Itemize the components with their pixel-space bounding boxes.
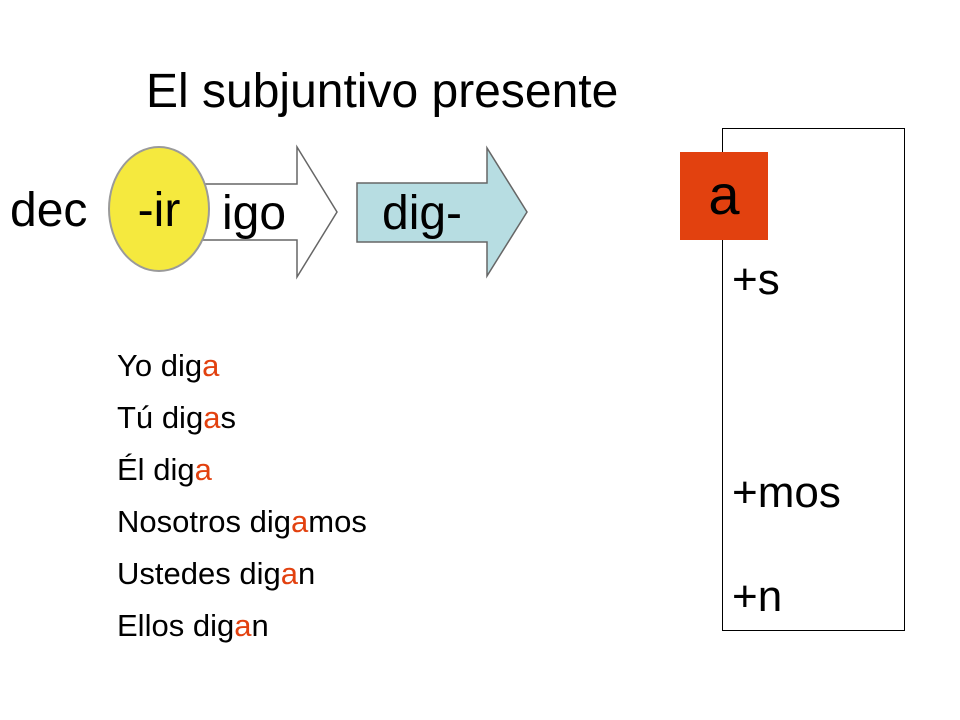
verb-stem: dig — [249, 504, 292, 539]
verb-stem: dig — [161, 400, 204, 435]
verb-stem: dig — [153, 452, 195, 487]
ir-ending-circle — [108, 146, 210, 272]
pronoun: Yo — [117, 348, 153, 383]
conjugation-row: Nosotros digamos — [117, 496, 367, 548]
verb-vowel: a — [280, 556, 298, 591]
slide-title: El subjuntivo presente — [146, 65, 619, 118]
verb-vowel: a — [291, 504, 309, 539]
vowel-label: a — [708, 163, 740, 226]
verb-vowel: a — [194, 452, 212, 487]
stem-arrow — [356, 145, 528, 279]
verb-stem: dig — [239, 556, 281, 591]
verb-tail: mos — [308, 504, 367, 539]
verb-vowel: a — [234, 608, 252, 643]
pronoun: Nosotros — [117, 504, 242, 539]
pronoun: Él — [117, 452, 145, 487]
vowel-highlight-box — [680, 152, 768, 240]
conjugation-row: Él diga — [117, 444, 367, 496]
verb-vowel: a — [202, 348, 220, 383]
endings-box — [722, 128, 905, 631]
conjugation-list: Yo diga Tú digas Él diga Nosotros digamo… — [117, 340, 367, 652]
verb-tail: n — [297, 556, 316, 591]
conjugation-row: Tú digas — [117, 392, 367, 444]
conjugation-row: Yo diga — [117, 340, 367, 392]
yo-form-text: igo — [222, 187, 287, 240]
conjugation-row: Ustedes digan — [117, 548, 367, 600]
verb-stem: dig — [160, 348, 203, 383]
pronoun: Tú — [117, 400, 154, 435]
pronoun: Ustedes — [117, 556, 231, 591]
verb-stem: dig — [192, 608, 235, 643]
conjugation-row: Ellos digan — [117, 600, 367, 652]
ir-ending-label: -ir — [137, 184, 181, 237]
ending-n: +n — [732, 572, 783, 621]
stem-text: dig- — [382, 187, 463, 240]
verb-vowel: a — [203, 400, 221, 435]
pronoun: Ellos — [117, 608, 185, 643]
infinitive-text: dec — [10, 184, 88, 237]
verb-tail: n — [251, 608, 269, 643]
verb-tail: s — [220, 400, 236, 435]
ending-s: +s — [732, 255, 780, 304]
ending-mos: +mos — [732, 468, 841, 517]
